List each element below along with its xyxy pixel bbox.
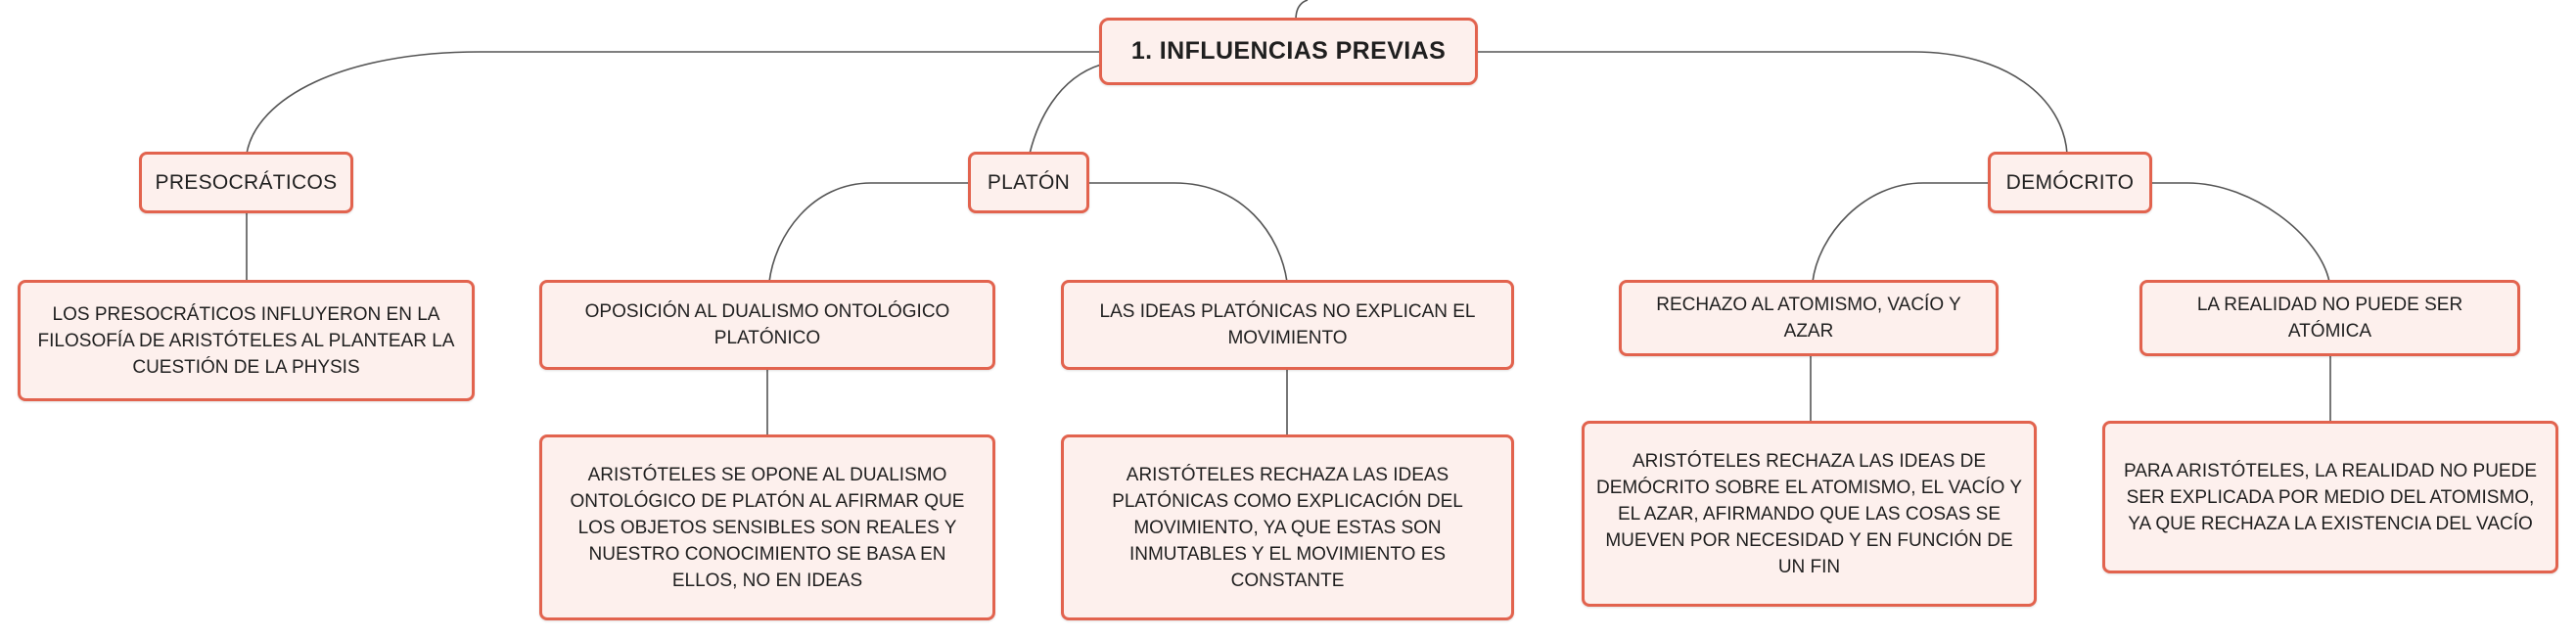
detail-ideas-movimiento-text: ARISTÓTELES RECHAZA LAS IDEAS PLATÓNICAS… [1112, 464, 1463, 591]
topic-rechazo-atomismo[interactable]: RECHAZO AL ATOMISMO, VACÍO Y AZAR [1619, 280, 1999, 356]
detail-realidad-atomica-text: PARA ARISTÓTELES, LA REALIDAD NO PUEDE S… [2123, 460, 2537, 534]
topic-rechazo-atomismo-label: RECHAZO AL ATOMISMO, VACÍO Y AZAR [1656, 295, 1961, 342]
connector-democrito-to-realidad [2149, 182, 2330, 283]
connector-democrito-to-atomismo [1812, 182, 1991, 283]
topic-democrito[interactable]: DEMÓCRITO [1988, 152, 2152, 213]
topic-realidad-atomica-label: LA REALIDAD NO PUEDE SER ATÓMICA [2196, 295, 2463, 342]
topic-realidad-atomica[interactable]: LA REALIDAD NO PUEDE SER ATÓMICA [2139, 280, 2520, 356]
topic-ideas-movimiento-label: LAS IDEAS PLATÓNICAS NO EXPLICAN EL MOVI… [1099, 301, 1476, 348]
topic-presocraticos[interactable]: PRESOCRÁTICOS [139, 152, 353, 213]
connector-root-to-democrito [1476, 51, 2068, 155]
connector-parent-to-root [1295, 0, 1309, 21]
connector-platon-to-ideas [1086, 182, 1288, 283]
topic-oposicion-dualismo-label: OPOSICIÓN AL DUALISMO ONTOLÓGICO PLATÓNI… [584, 301, 950, 348]
detail-rechazo-atomismo[interactable]: ARISTÓTELES RECHAZA LAS IDEAS DE DEMÓCRI… [1582, 421, 2037, 607]
topic-platon[interactable]: PLATÓN [968, 152, 1089, 213]
topic-presocraticos-label: PRESOCRÁTICOS [155, 170, 338, 194]
detail-oposicion-dualismo-text: ARISTÓTELES SE OPONE AL DUALISMO ONTOLÓG… [570, 464, 965, 591]
topic-ideas-movimiento[interactable]: LAS IDEAS PLATÓNICAS NO EXPLICAN EL MOVI… [1061, 280, 1514, 370]
topic-platon-label: PLATÓN [987, 170, 1071, 194]
topic-oposicion-dualismo[interactable]: OPOSICIÓN AL DUALISMO ONTOLÓGICO PLATÓNI… [539, 280, 995, 370]
detail-rechazo-atomismo-text: ARISTÓTELES RECHAZA LAS IDEAS DE DEMÓCRI… [1596, 450, 2022, 577]
connector-root-to-platon [1029, 64, 1102, 155]
topic-presocraticos-influencia-label: LOS PRESOCRÁTICOS INFLUYERON EN LA FILOS… [37, 303, 455, 378]
root-topic[interactable]: 1. INFLUENCIAS PREVIAS [1099, 18, 1478, 85]
connector-root-to-presocraticos [246, 51, 1101, 155]
topic-presocraticos-influencia[interactable]: LOS PRESOCRÁTICOS INFLUYERON EN LA FILOS… [18, 280, 475, 401]
root-topic-label: 1. INFLUENCIAS PREVIAS [1130, 37, 1447, 65]
detail-ideas-movimiento[interactable]: ARISTÓTELES RECHAZA LAS IDEAS PLATÓNICAS… [1061, 434, 1514, 620]
detail-oposicion-dualismo[interactable]: ARISTÓTELES SE OPONE AL DUALISMO ONTOLÓG… [539, 434, 995, 620]
detail-realidad-atomica[interactable]: PARA ARISTÓTELES, LA REALIDAD NO PUEDE S… [2102, 421, 2558, 573]
connector-platon-to-dualismo [768, 182, 971, 283]
topic-democrito-label: DEMÓCRITO [2005, 170, 2135, 194]
